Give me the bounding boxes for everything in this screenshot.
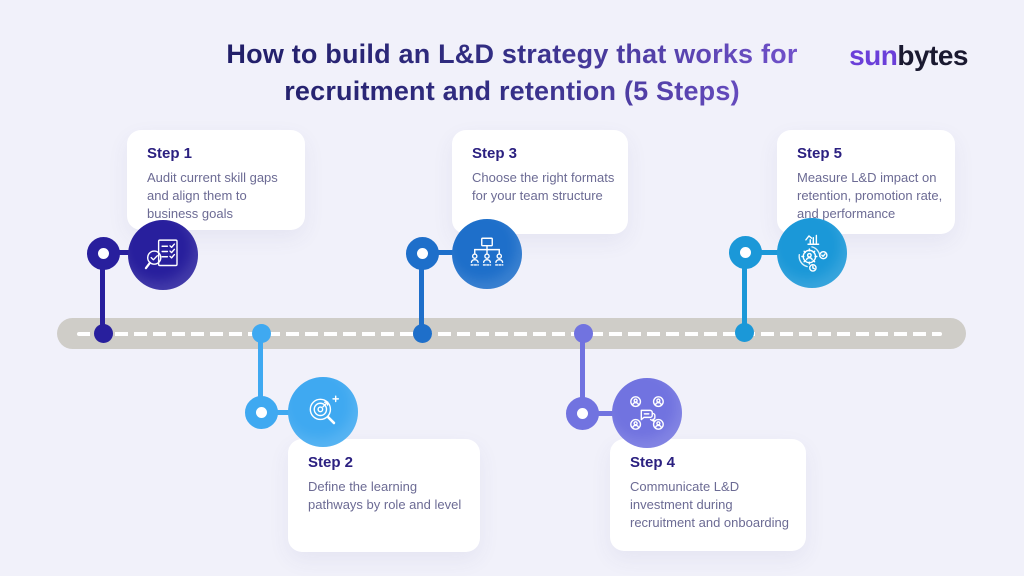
step-5-description: Measure L&D impact on retention, promoti…	[797, 170, 943, 221]
step-4-icon-bubble	[612, 378, 682, 448]
step-1-card: Step 1 Audit current skill gaps and alig…	[127, 130, 305, 230]
step-2-icon-bubble	[288, 377, 358, 447]
step-3-connector-vertical	[419, 253, 424, 333]
step-4-connector-vertical	[580, 333, 585, 414]
communication-icon	[630, 396, 664, 430]
step-3-timeline-dot	[413, 324, 432, 343]
sunbytes-logo: sunbytes	[849, 40, 968, 72]
step-3-connector-horizontal	[422, 250, 468, 255]
step-2-connector-horizontal	[261, 410, 307, 415]
step-5-timeline-dot	[735, 323, 754, 342]
step-2-label: Step 2	[308, 454, 354, 471]
step-4-label: Step 4	[630, 454, 676, 471]
step-4-timeline-dot	[574, 324, 593, 343]
step-5-connector-ring	[729, 236, 762, 269]
step-3-card: Step 3 Choose the right formats for your…	[452, 130, 628, 234]
page-title: How to build an L&D strategy that works …	[172, 36, 852, 110]
page-title-line1: How to build an L&D strategy that works …	[226, 39, 798, 69]
step-4-connector-ring	[566, 397, 599, 430]
step-1-timeline-dot	[94, 324, 113, 343]
performance-gear-icon	[798, 234, 828, 272]
step-4-connector-horizontal	[583, 411, 629, 416]
step-5-connector-vertical	[742, 252, 747, 333]
step-3-connector-ring	[406, 237, 439, 270]
page-title-line2: recruitment and retention (5 Steps)	[284, 76, 740, 106]
step-2-timeline-dot	[252, 324, 271, 343]
timeline-bar	[57, 318, 966, 349]
audit-checklist-icon	[144, 239, 178, 270]
step-1-connector-horizontal	[103, 250, 149, 255]
step-3-description: Choose the right formats for your team s…	[472, 170, 615, 203]
step-3-icon-bubble	[452, 219, 522, 289]
step-1-description: Audit current skill gaps and align them …	[147, 170, 278, 221]
timeline-dashed-line	[77, 331, 942, 336]
step-1-label: Step 1	[147, 145, 193, 162]
org-structure-icon	[470, 237, 504, 266]
step-1-connector-ring	[87, 237, 120, 270]
step-2-description: Define the learning pathways by role and…	[308, 479, 462, 512]
step-4-card: Step 4 Communicate L&D investment during…	[610, 439, 806, 551]
logo-text-sun: sun	[849, 40, 898, 71]
step-5-icon-bubble	[777, 218, 847, 288]
step-5-label: Step 5	[797, 145, 843, 162]
step-3-label: Step 3	[472, 145, 518, 162]
step-1-connector-vertical	[100, 253, 105, 333]
step-2-card: Step 2 Define the learning pathways by r…	[288, 439, 480, 552]
step-1-icon-bubble	[128, 220, 198, 290]
step-2-connector-ring	[245, 396, 278, 429]
step-4-description: Communicate L&D investment during recrui…	[630, 479, 789, 530]
step-5-connector-horizontal	[745, 250, 791, 255]
step-2-connector-vertical	[258, 333, 263, 412]
logo-text-bytes: bytes	[897, 40, 968, 71]
step-5-card: Step 5 Measure L&D impact on retention, …	[777, 130, 955, 234]
target-search-icon	[309, 395, 340, 425]
